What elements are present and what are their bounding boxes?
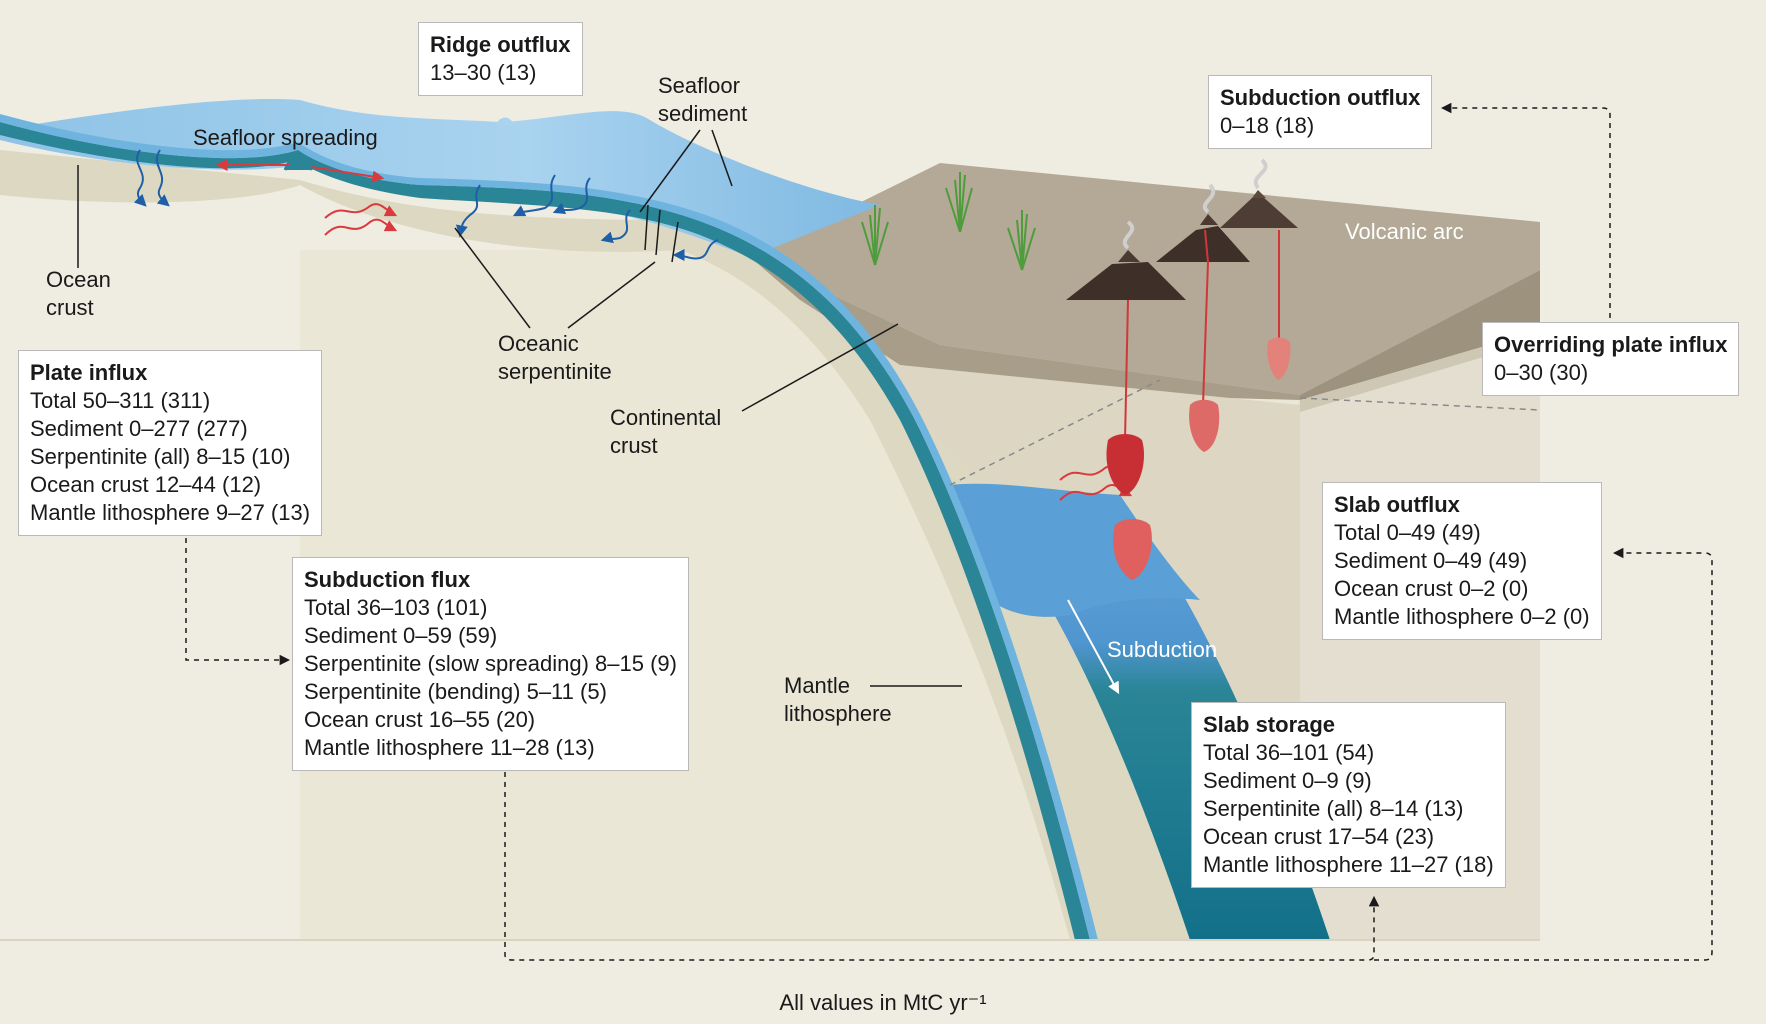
fault-tick-3 (671, 221, 679, 263)
fluid-arrow-1 (133, 149, 147, 207)
magma-conduit-1 (1124, 299, 1129, 441)
label-ocean-crust-line2: crust (46, 295, 94, 320)
label-mantle-lithosphere: Mantle lithosphere (784, 672, 892, 728)
box-subduction-flux-row: Ocean crust 16–55 (20) (304, 707, 536, 732)
box-slab-outflux-title: Slab outflux (1334, 492, 1460, 517)
label-ocean-crust: Ocean crust (46, 266, 111, 322)
label-seafloor-spreading: Seafloor spreading (193, 125, 378, 150)
label-mantle-lithosphere-line1: Mantle (784, 673, 851, 698)
subduction-arrow (1067, 599, 1120, 695)
volcano-3 (1220, 158, 1298, 228)
fluid-arrow-6 (600, 209, 631, 244)
fluid-arrow-2 (155, 149, 170, 207)
label-seafloor-sediment-line1: Seafloor (658, 73, 740, 98)
fluid-arrow-7 (672, 239, 719, 262)
label-continental-crust: Continental crust (610, 404, 721, 460)
fault-tick-1 (644, 204, 649, 251)
label-continental-crust-line1: Continental (610, 405, 722, 430)
label-mantle-lithosphere-line2: lithosphere (784, 701, 892, 726)
box-slab-storage-row: Serpentinite (all) 8–14 (13) (1203, 796, 1464, 821)
label-oceanic-serpentinite-line1: Oceanic (498, 331, 579, 356)
box-subduction-flux-row: Sediment 0–59 (59) (304, 623, 498, 648)
label-volcanic-arc: Volcanic arc (1345, 219, 1464, 244)
spreading-arrow-right (311, 166, 385, 183)
box-overriding-plate-influx: Overriding plate influx 0–30 (30) (1482, 322, 1740, 396)
label-ocean-crust-line1: Ocean (46, 267, 111, 292)
box-slab-storage-title: Slab storage (1203, 712, 1336, 737)
magma-conduit-2 (1202, 261, 1209, 406)
label-oceanic-serpentinite: Oceanic serpentinite (498, 330, 612, 386)
leader-serpentinite-a (454, 227, 531, 329)
box-subduction-outflux: Subduction outflux 0–18 (18) (1208, 75, 1433, 149)
box-plate-influx-row: Mantle lithosphere 9–27 (13) (30, 500, 311, 525)
heat-arrow-1 (324, 218, 398, 236)
box-plate-influx-row: Serpentinite (all) 8–15 (10) (30, 444, 291, 469)
box-subduction-outflux-row: 0–18 (18) (1220, 113, 1315, 138)
box-ridge-outflux-title: Ridge outflux (430, 32, 571, 57)
perspective-guide-2 (1299, 397, 1541, 411)
box-subduction-flux-row: Serpentinite (bending) 5–11 (5) (304, 679, 607, 704)
box-slab-storage-row: Sediment 0–9 (9) (1203, 768, 1372, 793)
box-ridge-outflux: Ridge outflux 13–30 (13) (418, 22, 583, 96)
box-slab-outflux-row: Ocean crust 0–2 (0) (1334, 576, 1529, 601)
flux-arrow-to-subduction-outflux (1440, 102, 1611, 318)
box-subduction-flux-row: Serpentinite (slow spreading) 8–15 (9) (304, 651, 677, 676)
magma-plume-2 (1113, 519, 1152, 580)
box-slab-outflux-row: Sediment 0–49 (49) (1334, 548, 1528, 573)
continental-lower-side (1300, 330, 1540, 412)
fluid-arrow-3 (455, 184, 481, 238)
box-slab-storage-row: Total 36–101 (54) (1203, 740, 1375, 765)
leader-sediment-a (639, 129, 701, 213)
fault-tick-2 (655, 209, 661, 256)
volcano-2 (1156, 183, 1250, 263)
box-subduction-flux-row: Total 36–103 (101) (304, 595, 488, 620)
continental-plate-side (1300, 270, 1540, 400)
flux-arrow-subduction-to-storage (504, 772, 1380, 961)
box-slab-storage-row: Ocean crust 17–54 (23) (1203, 824, 1435, 849)
leader-sediment-b (711, 129, 733, 187)
fluid-arrow-4 (512, 174, 556, 217)
grass-tuft-2 (945, 172, 973, 233)
label-seafloor-sediment-line2: sediment (658, 101, 748, 126)
slab-water-section (950, 483, 1200, 617)
box-plate-influx: Plate influx Total 50–311 (311) Sediment… (18, 350, 323, 536)
box-overriding-plate-influx-title: Overriding plate influx (1494, 332, 1728, 357)
ridge-surface-bump (495, 117, 515, 125)
box-plate-influx-row: Total 50–311 (311) (30, 388, 211, 413)
box-plate-influx-row: Sediment 0–277 (277) (30, 416, 248, 441)
box-plate-influx-row: Ocean crust 12–44 (12) (30, 472, 262, 497)
magma-plume-1 (1106, 434, 1145, 495)
box-slab-storage: Slab storage Total 36–101 (54) Sediment … (1191, 702, 1506, 888)
box-overriding-plate-influx-row: 0–30 (30) (1494, 360, 1589, 385)
box-subduction-outflux-title: Subduction outflux (1220, 85, 1421, 110)
box-subduction-flux-row: Mantle lithosphere 11–28 (13) (304, 735, 595, 760)
box-slab-outflux-row: Total 0–49 (49) (1334, 520, 1481, 545)
box-subduction-flux: Subduction flux Total 36–103 (101) Sedim… (292, 557, 689, 771)
box-slab-outflux: Slab outflux Total 0–49 (49) Sediment 0–… (1322, 482, 1602, 640)
grass-tuft-1 (861, 205, 889, 266)
grass-tuft-3 (1007, 210, 1036, 271)
leader-continental-crust (741, 323, 899, 412)
box-ridge-outflux-row: 13–30 (13) (430, 60, 537, 85)
label-oceanic-serpentinite-line2: serpentinite (498, 359, 612, 384)
magma-plume-4 (1267, 337, 1291, 380)
label-subduction: Subduction (1107, 637, 1218, 662)
box-slab-outflux-row: Mantle lithosphere 0–2 (0) (1334, 604, 1590, 629)
units-footnote: All values in MtC yr⁻¹ (779, 990, 987, 1015)
heat-arrow-2 (324, 203, 398, 219)
label-seafloor-sediment: Seafloor sediment (658, 72, 747, 128)
fluid-arrow-5 (552, 177, 591, 215)
flux-arrow-to-slab-outflux (1374, 547, 1713, 961)
flux-arrow-plate-to-subduction (185, 538, 291, 666)
magma-plume-3 (1189, 399, 1220, 452)
box-slab-storage-row: Mantle lithosphere 11–27 (18) (1203, 852, 1494, 877)
label-continental-crust-line2: crust (610, 433, 658, 458)
box-plate-influx-title: Plate influx (30, 360, 148, 385)
box-subduction-flux-title: Subduction flux (304, 567, 471, 592)
volcano-1 (1066, 220, 1186, 300)
leader-serpentinite-b (567, 261, 656, 329)
